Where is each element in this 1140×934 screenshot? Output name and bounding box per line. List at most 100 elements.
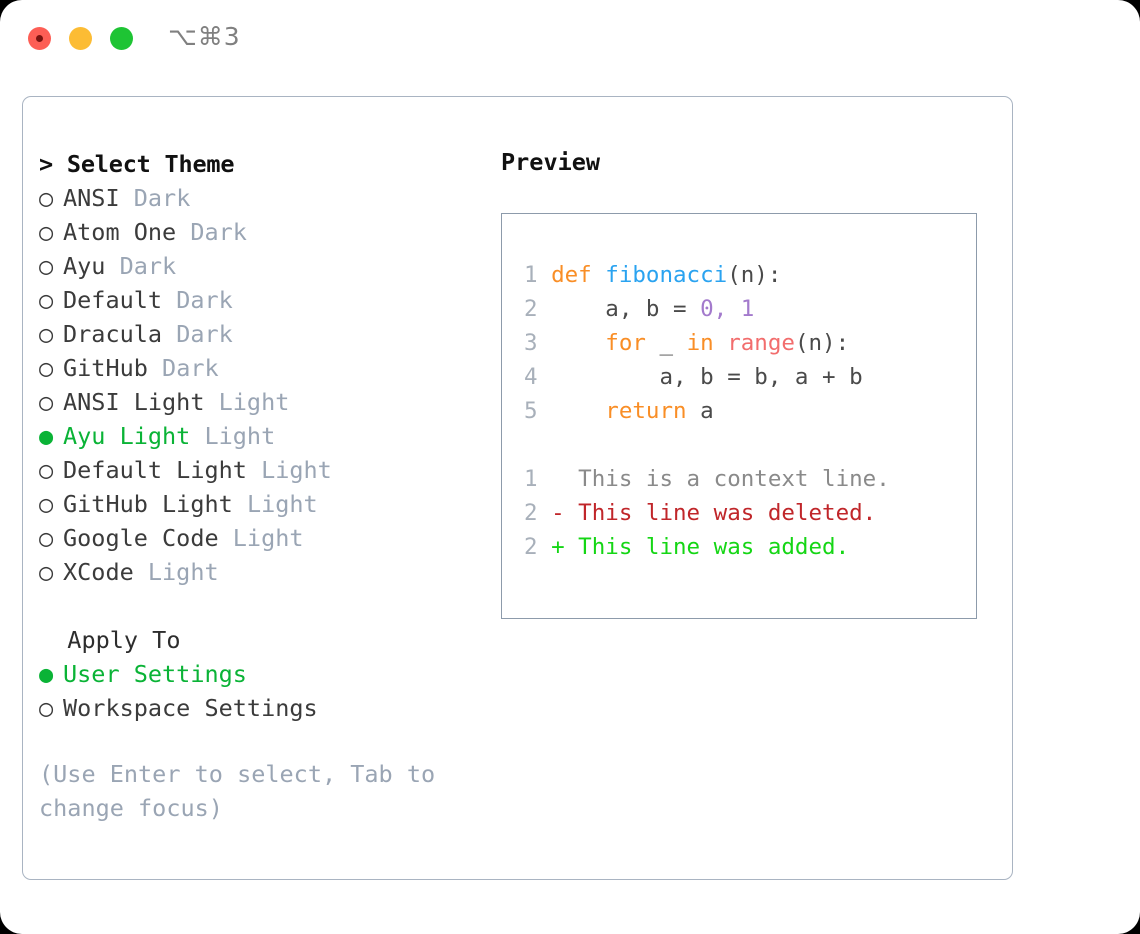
code-token: a, b = — [551, 296, 701, 322]
code-token — [551, 330, 605, 356]
code-token — [714, 330, 728, 356]
theme-option-label: Default — [63, 286, 177, 314]
code-line: 5 return a — [524, 394, 976, 428]
diff-line-content: - This line was deleted. — [551, 500, 877, 526]
theme-option-github-light[interactable]: ○ GitHub Light Light — [39, 487, 479, 521]
code-token: , — [713, 296, 741, 322]
diff-line-number: 2 — [524, 534, 552, 560]
keyboard-shortcut-label: ⌥⌘3 — [168, 22, 241, 51]
code-diff-separator — [524, 428, 976, 462]
radio-unselected-icon: ○ — [39, 252, 68, 280]
code-line-number: 4 — [524, 364, 552, 390]
code-token: 1 — [740, 296, 755, 322]
theme-picker-panel: > Select Theme ○ ANSI Dark○ Atom One Dar… — [22, 96, 1013, 880]
code-token: _ — [645, 330, 687, 356]
radio-unselected-icon: ○ — [39, 184, 68, 212]
theme-option-label: ANSI Light — [63, 388, 219, 416]
radio-unselected-icon: ○ — [39, 320, 68, 348]
diff-line-ctx: 1 This is a context line. — [524, 462, 976, 496]
theme-option-kind: Dark — [176, 286, 233, 314]
apply-to-option-workspace-settings[interactable]: ○ Workspace Settings — [39, 691, 479, 725]
theme-option-default[interactable]: ○ Default Dark — [39, 283, 479, 317]
code-line-number: 5 — [524, 398, 552, 424]
theme-option-kind: Dark — [162, 354, 219, 382]
list-spacer — [39, 589, 479, 623]
apply-to-option-label: User Settings — [63, 660, 247, 688]
code-token: a, b = b, a + b — [551, 364, 863, 390]
keyboard-hint-text: (Use Enter to select, Tab to change focu… — [39, 757, 439, 825]
apply-to-option-user-settings[interactable]: ● User Settings — [39, 657, 479, 691]
code-line-number: 1 — [524, 262, 552, 288]
theme-option-ayu[interactable]: ○ Ayu Dark — [39, 249, 479, 283]
diff-line-number: 1 — [524, 466, 552, 492]
theme-option-kind: Light — [246, 490, 318, 518]
preview-heading: Preview — [501, 148, 601, 176]
maximize-window-button[interactable] — [110, 27, 133, 50]
radio-unselected-icon: ○ — [39, 456, 68, 484]
theme-option-ayu-light[interactable]: ● Ayu Light Light — [39, 419, 479, 453]
diff-line-number: 2 — [524, 500, 552, 526]
code-line: 2 a, b = 0, 1 — [524, 292, 976, 326]
radio-unselected-icon: ○ — [39, 388, 68, 416]
theme-option-kind: Light — [232, 524, 304, 552]
theme-option-label: Dracula — [63, 320, 177, 348]
theme-option-google-code[interactable]: ○ Google Code Light — [39, 521, 479, 555]
theme-option-label: Default Light — [63, 456, 262, 484]
minimize-window-button[interactable] — [69, 27, 92, 50]
code-token: in — [686, 330, 714, 356]
keyboard-hint-line-2: change focus) — [39, 794, 223, 822]
radio-selected-icon: ● — [39, 660, 68, 688]
code-token: for — [605, 330, 646, 356]
theme-list-column: > Select Theme ○ ANSI Dark○ Atom One Dar… — [39, 147, 479, 825]
theme-option-xcode[interactable]: ○ XCode Light — [39, 555, 479, 589]
code-token: (n): — [727, 262, 782, 288]
preview-column: Preview 1 def fibonacci(n):2 a, b = 0, 1… — [501, 147, 1001, 619]
code-line: 1 def fibonacci(n): — [524, 258, 976, 292]
diff-line-del: 2 - This line was deleted. — [524, 496, 976, 530]
radio-selected-icon: ● — [39, 422, 68, 450]
theme-option-github[interactable]: ○ GitHub Dark — [39, 351, 479, 385]
code-token: a — [686, 398, 714, 424]
theme-option-label: Google Code — [63, 524, 233, 552]
heading-prompt-prefix: > — [39, 150, 67, 178]
keyboard-hint-line-1: (Use Enter to select, Tab to — [39, 760, 436, 788]
diff-line-add: 2 + This line was added. — [524, 530, 976, 564]
traffic-light-controls — [28, 27, 133, 50]
theme-option-dracula[interactable]: ○ Dracula Dark — [39, 317, 479, 351]
theme-option-kind: Light — [147, 558, 219, 586]
code-token: range — [727, 330, 795, 356]
theme-list: ○ ANSI Dark○ Atom One Dark○ Ayu Dark○ De… — [39, 181, 479, 589]
theme-option-kind: Light — [218, 388, 290, 416]
diff-line-content: This is a context line. — [551, 466, 890, 492]
radio-unselected-icon: ○ — [39, 524, 68, 552]
theme-option-label: GitHub Light — [63, 490, 247, 518]
radio-unselected-icon: ○ — [39, 558, 68, 586]
code-token — [551, 398, 605, 424]
radio-unselected-icon: ○ — [39, 286, 68, 314]
code-line-number: 2 — [524, 296, 552, 322]
theme-option-label: Atom One — [63, 218, 191, 246]
theme-option-default-light[interactable]: ○ Default Light Light — [39, 453, 479, 487]
select-theme-heading-label: Select Theme — [66, 150, 235, 178]
close-window-button[interactable] — [28, 27, 51, 50]
apply-to-heading: Apply To — [39, 626, 181, 654]
code-token: def — [551, 262, 592, 288]
theme-option-label: GitHub — [63, 354, 163, 382]
theme-option-kind: Dark — [176, 320, 233, 348]
theme-option-label: Ayu — [63, 252, 120, 280]
apply-to-option-label: Workspace Settings — [63, 694, 318, 722]
code-line: 3 for _ in range(n): — [524, 326, 976, 360]
theme-option-ansi-light[interactable]: ○ ANSI Light Light — [39, 385, 479, 419]
theme-option-ansi[interactable]: ○ ANSI Dark — [39, 181, 479, 215]
theme-option-label: Ayu Light — [63, 422, 205, 450]
code-token — [592, 262, 606, 288]
diff-line-content: + This line was added. — [551, 534, 850, 560]
theme-option-kind: Dark — [133, 184, 191, 212]
theme-option-kind: Light — [204, 422, 276, 450]
radio-unselected-icon: ○ — [39, 490, 68, 518]
theme-option-atom-one[interactable]: ○ Atom One Dark — [39, 215, 479, 249]
code-line: 4 a, b = b, a + b — [524, 360, 976, 394]
